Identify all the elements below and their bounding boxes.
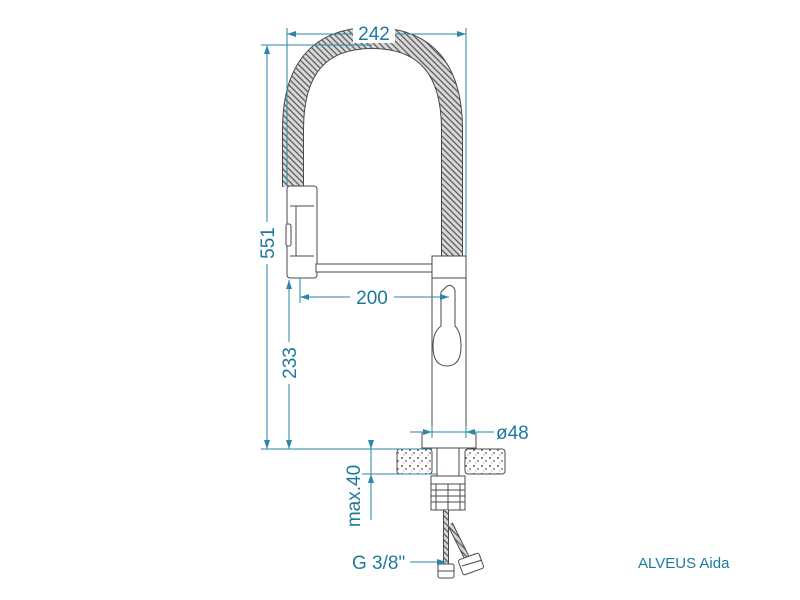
spout-height-label: 233 — [280, 347, 301, 379]
dimension-spout-width: 242 — [286, 23, 467, 256]
dimension-total-height: 551 — [255, 44, 432, 450]
dimension-counter-thickness: max.40 — [344, 440, 437, 527]
counter-thickness-label: max.40 — [344, 465, 365, 527]
support-arm — [315, 263, 439, 273]
connection-thread-label: G 3/8" — [352, 553, 405, 574]
shank — [436, 447, 460, 477]
reach-label: 200 — [356, 288, 388, 309]
supply-hoses — [437, 510, 485, 579]
spout-width-label: 242 — [358, 24, 390, 45]
total-height-label: 551 — [258, 227, 279, 259]
countertop-section — [396, 448, 506, 475]
base-flange — [421, 431, 477, 449]
lever-handle — [432, 284, 462, 367]
body-diameter-label: ø48 — [496, 423, 529, 444]
mounting-nut — [430, 475, 466, 485]
dimension-connection-thread: G 3/8" — [352, 553, 446, 574]
product-label: ALVEUS Aida — [638, 555, 730, 572]
dimension-spout-height: 233 — [278, 280, 301, 449]
dimension-reach: 200 — [299, 278, 449, 309]
threaded-connector — [430, 483, 466, 511]
dimension-body-diameter: ø48 — [410, 423, 529, 444]
